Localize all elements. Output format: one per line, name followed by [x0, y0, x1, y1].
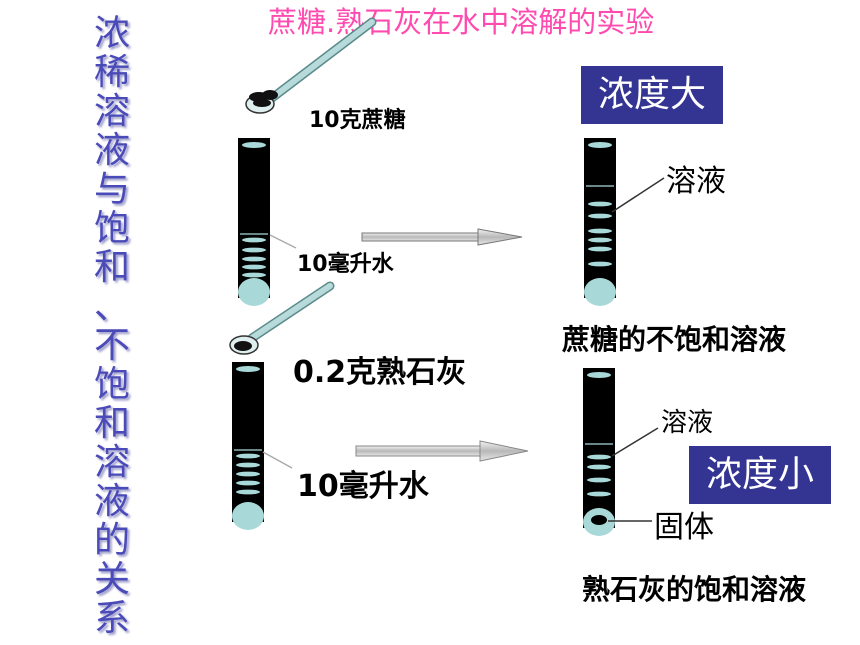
high-concentration-box: 浓度大 [581, 66, 723, 124]
test-tube-icon [584, 138, 616, 306]
side-title-char: 饱 [93, 208, 130, 249]
leader-line [262, 451, 293, 469]
side-title-char: 和 [93, 403, 130, 444]
leader-line [611, 177, 665, 213]
arrow-right-icon [355, 440, 529, 462]
side-title-char: 关 [93, 559, 130, 600]
spoon-lime-icon [229, 281, 335, 355]
water-volume-label: 10毫升水 [297, 469, 429, 504]
side-title-char: 浓 [93, 13, 130, 54]
test-tube-icon [583, 368, 615, 536]
side-title-char: 饱 [93, 364, 130, 405]
side-title-char: 液 [93, 130, 130, 171]
saturated-solution-caption: 熟石灰的饱和溶液 [582, 573, 807, 606]
leader-line [269, 234, 297, 249]
side-title-char: 系 [93, 598, 130, 639]
side-title-char: 与 [93, 169, 130, 210]
arrow-right-icon [361, 228, 523, 246]
side-title-char: 、 [93, 286, 130, 327]
unsaturated-solution-caption: 蔗糖的不饱和溶液 [562, 323, 787, 356]
side-title-char: 稀 [93, 52, 130, 93]
test-tube-icon [238, 138, 270, 306]
solution-label: 溶液 [666, 164, 726, 199]
side-title-char: 和 [93, 247, 130, 288]
solid-label: 固体 [654, 510, 714, 545]
test-tube-icon [232, 362, 264, 530]
spoon-sugar-icon [245, 17, 377, 114]
side-title: 浓 稀 溶 液 与 饱 和 、 不 饱 和 溶 液 的 关 系 [88, 14, 136, 638]
side-title-char: 溶 [93, 91, 130, 132]
side-title-char: 溶 [93, 442, 130, 483]
side-title-char: 的 [93, 520, 130, 561]
water-volume-label: 10毫升水 [297, 252, 394, 277]
solution-label: 溶液 [661, 408, 714, 438]
lime-amount-label: 0.2克熟石灰 [293, 355, 467, 390]
leader-line [611, 427, 659, 457]
low-concentration-box: 浓度小 [689, 446, 831, 504]
sugar-amount-label: 10克蔗糖 [309, 108, 406, 133]
side-title-char: 不 [93, 325, 130, 366]
experiment-title: 蔗糖.熟石灰在水中溶解的实验 [268, 5, 655, 39]
side-title-char: 液 [93, 481, 130, 522]
